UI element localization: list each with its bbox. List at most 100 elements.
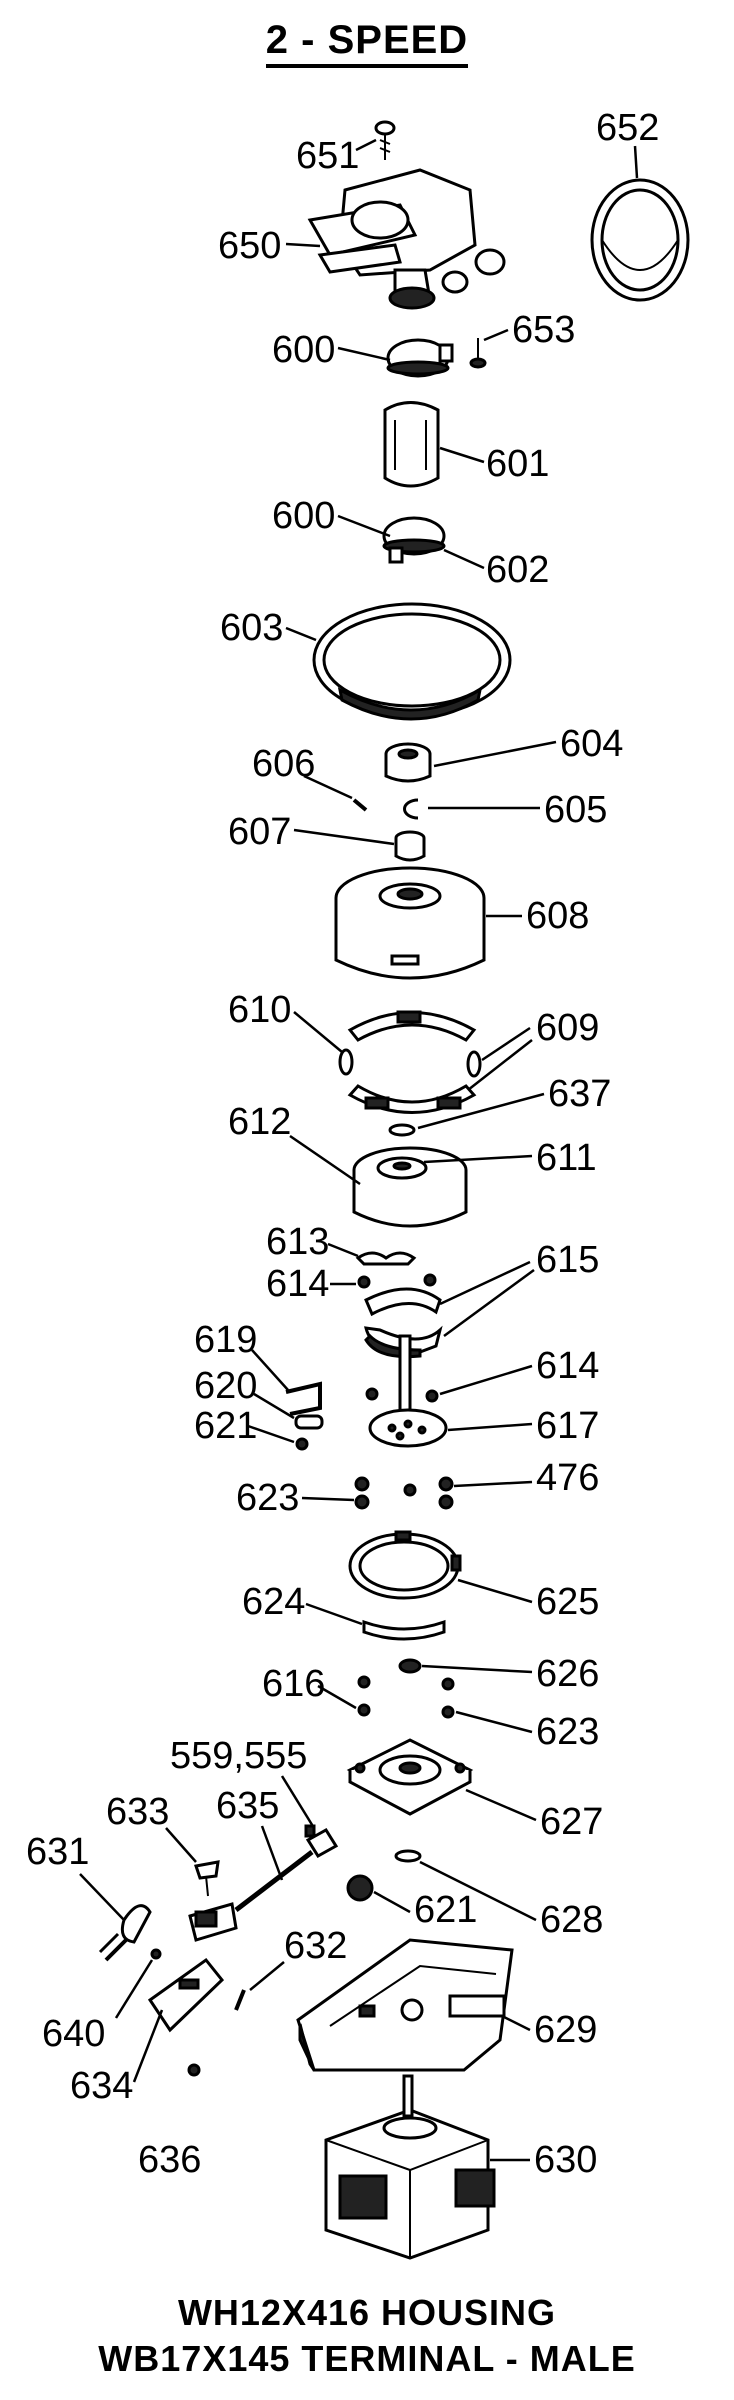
diagram-title: 2 - SPEED xyxy=(0,18,734,68)
label-630: 630 xyxy=(534,2139,597,2181)
part-617-shaft-plate xyxy=(368,1334,448,1448)
part-476-ball xyxy=(438,1494,454,1510)
label-633: 633 xyxy=(106,1791,169,1833)
label-620: 620 xyxy=(194,1365,257,1407)
part-476-ball xyxy=(438,1476,454,1492)
label-621b: 621 xyxy=(414,1889,477,1931)
footer-line-2: WB17X145 TERMINAL - MALE xyxy=(98,2338,636,2379)
part-476-ball xyxy=(403,1483,417,1497)
part-623b-ball xyxy=(441,1677,455,1691)
part-611-clutch xyxy=(352,1146,468,1228)
label-606: 606 xyxy=(252,743,315,785)
label-625: 625 xyxy=(536,1581,599,1623)
part-621b-ball xyxy=(346,1874,374,1902)
label-627: 627 xyxy=(540,1801,603,1843)
part-619-u-clip xyxy=(285,1381,322,1416)
label-614a: 614 xyxy=(266,1263,329,1305)
label-636: 636 xyxy=(138,2139,201,2181)
label-613: 613 xyxy=(266,1221,329,1263)
part-623-ball xyxy=(354,1476,370,1492)
label-650: 650 xyxy=(218,225,281,267)
label-651: 651 xyxy=(296,135,359,177)
part-613-clip xyxy=(355,1251,417,1266)
label-612: 612 xyxy=(228,1101,291,1143)
label-626: 626 xyxy=(536,1653,599,1695)
part-601-hose xyxy=(383,401,440,488)
part-626-pad xyxy=(398,1658,422,1674)
part-614b-ball xyxy=(365,1387,379,1401)
part-614-ball xyxy=(423,1273,437,1287)
part-621-ball-a xyxy=(295,1437,309,1451)
part-609-clutch-shoes xyxy=(347,1010,477,1114)
label-600a: 600 xyxy=(272,329,335,371)
label-602: 602 xyxy=(486,549,549,591)
part-625-brake-ring xyxy=(348,1530,462,1600)
label-653: 653 xyxy=(512,309,575,351)
label-614b: 614 xyxy=(536,1345,599,1387)
label-624: 624 xyxy=(242,1581,305,1623)
part-635-harness xyxy=(188,1850,314,1942)
label-604: 604 xyxy=(560,723,623,765)
label-635: 635 xyxy=(216,1785,279,1827)
part-620-link xyxy=(294,1414,324,1430)
part-627-base-plate xyxy=(346,1738,474,1816)
part-637-washer xyxy=(388,1123,416,1137)
part-603-belt xyxy=(312,602,512,721)
part-614-ball xyxy=(357,1275,371,1289)
part-623b-ball xyxy=(441,1705,455,1719)
label-609: 609 xyxy=(536,1007,599,1049)
part-629-mount-plate xyxy=(296,1938,514,2072)
part-640-nut xyxy=(150,1948,162,1960)
part-624-spring xyxy=(362,1619,446,1641)
part-634-bracket xyxy=(147,1957,225,2033)
part-631-plug xyxy=(98,1904,152,1962)
part-652-ring xyxy=(590,178,690,302)
label-603: 603 xyxy=(220,607,283,649)
label-628: 628 xyxy=(540,1899,603,1941)
part-559-terminal xyxy=(304,1824,339,1859)
label-623a: 623 xyxy=(236,1477,299,1519)
label-629: 629 xyxy=(534,2009,597,2051)
part-606-key xyxy=(352,798,368,812)
part-614b-ball xyxy=(425,1389,439,1403)
label-608: 608 xyxy=(526,895,589,937)
title-text: 2 - SPEED xyxy=(265,18,469,68)
label-637: 637 xyxy=(548,1073,611,1115)
footer-line-1: WH12X416 HOUSING xyxy=(177,2292,557,2333)
label-600b: 600 xyxy=(272,495,335,537)
part-653-screw xyxy=(469,338,487,369)
label-610: 610 xyxy=(228,989,291,1031)
label-611: 611 xyxy=(536,1137,597,1179)
label-631: 631 xyxy=(26,1831,89,1873)
part-600-clamp-lower xyxy=(382,516,446,564)
part-605-ring xyxy=(403,798,419,820)
part-608-clutch-drum xyxy=(334,866,486,980)
part-636-nut xyxy=(187,2063,201,2077)
label-634: 634 xyxy=(70,2065,133,2107)
part-623-ball xyxy=(354,1494,370,1510)
part-651-screw xyxy=(374,120,396,160)
label-615: 615 xyxy=(536,1239,599,1281)
part-616-ball xyxy=(357,1675,371,1689)
label-476: 476 xyxy=(536,1457,599,1499)
part-632-pin xyxy=(234,1989,246,2011)
label-640: 640 xyxy=(42,2013,105,2055)
part-628-washer xyxy=(394,1849,422,1863)
part-610-springs xyxy=(338,1048,482,1078)
label-621a: 621 xyxy=(194,1405,257,1447)
part-600-clamp-top xyxy=(386,338,454,378)
label-601: 601 xyxy=(486,443,549,485)
part-604-pulley-cap xyxy=(384,742,432,783)
label-616: 616 xyxy=(262,1663,325,1705)
label-607: 607 xyxy=(228,811,291,853)
label-559: 559,555 xyxy=(170,1735,307,1777)
part-630-motor xyxy=(324,2074,496,2260)
label-632: 632 xyxy=(284,1925,347,1967)
label-652: 652 xyxy=(596,107,659,149)
label-623b: 623 xyxy=(536,1711,599,1753)
label-605: 605 xyxy=(544,789,607,831)
part-650-housing xyxy=(307,168,506,310)
part-607-bushing xyxy=(394,830,426,862)
part-616-ball xyxy=(357,1703,371,1717)
